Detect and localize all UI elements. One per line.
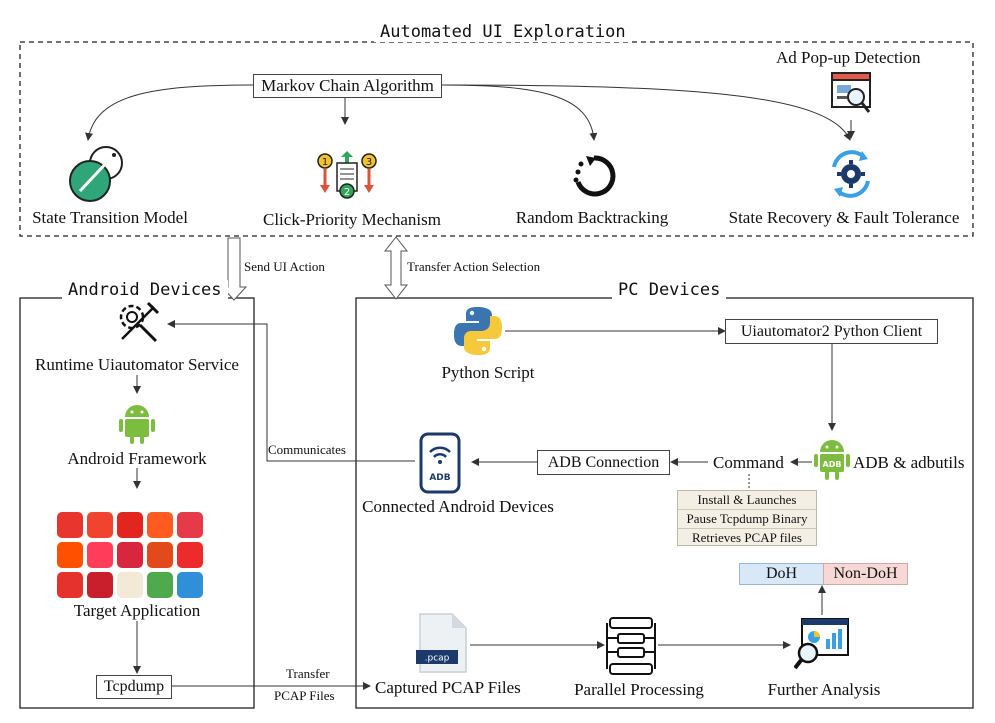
command-item: Install & Launches [678, 491, 816, 510]
communicates-label: Communicates [268, 442, 346, 457]
send-ui-action-label: Send UI Action [244, 259, 325, 274]
android-framework-icon [118, 403, 156, 450]
app-icon [57, 512, 83, 538]
app-icon [147, 512, 173, 538]
app-icon [117, 572, 143, 598]
adb-icon-text: ADB [429, 473, 450, 483]
random-backtracking-icon [570, 152, 618, 205]
app-icon [57, 542, 83, 568]
command-item: Pause Tcpdump Binary [678, 510, 816, 529]
pc-devices-title: PC Devices [612, 280, 727, 300]
app-icon [177, 512, 203, 538]
service-tools-icon [116, 301, 160, 348]
app-icon [87, 572, 113, 598]
connected-devices-label: Connected Android Devices [362, 497, 554, 516]
non-doh-box: Non-DoH [823, 563, 908, 585]
click-priority-icon: 1 3 2 [317, 149, 377, 206]
command-list: Install & Launches Pause Tcpdump Binary … [677, 490, 817, 546]
app-icon [177, 542, 203, 568]
pcap-files-label: PCAP Files [274, 688, 335, 703]
app-icon [87, 542, 113, 568]
app-icon [147, 572, 173, 598]
adb-adbutils-label: ADB & adbutils [853, 453, 965, 472]
svg-text:3: 3 [366, 157, 372, 168]
further-analysis-label: Further Analysis [767, 680, 881, 699]
captured-pcap-label: Captured PCAP Files [375, 678, 521, 697]
uiautomator2-client-box: Uiautomator2 Python Client [725, 319, 938, 344]
python-logo-icon [452, 305, 504, 362]
app-icon [57, 572, 83, 598]
state-recovery-gear-icon [824, 147, 878, 206]
tcpdump-box: Tcpdump [96, 675, 172, 699]
svg-text:1: 1 [322, 157, 328, 168]
parallel-processing-label: Parallel Processing [574, 680, 704, 699]
python-script-label: Python Script [441, 363, 535, 382]
app-icon [177, 572, 203, 598]
click-priority-label: Click-Priority Mechanism [262, 210, 442, 229]
runtime-uiautomator-label: Runtime Uiautomator Service [35, 355, 239, 374]
pcap-icon-text: .pcap [425, 654, 450, 664]
app-icon [87, 512, 113, 538]
state-transition-label: State Transition Model [32, 208, 188, 227]
app-icon [117, 542, 143, 568]
app-icon [147, 542, 173, 568]
doh-box: DoH [739, 563, 824, 585]
pcap-file-icon: .pcap [414, 612, 470, 679]
android-framework-label: Android Framework [67, 449, 207, 468]
state-recovery-label: State Recovery & Fault Tolerance [728, 208, 960, 227]
further-analysis-icon [793, 617, 850, 676]
android-devices-title: Android Devices [62, 280, 228, 300]
app-icon [117, 512, 143, 538]
transfer-action-label: Transfer Action Selection [407, 259, 541, 274]
command-item: Retrieves PCAP files [691, 530, 802, 545]
command-label: Command [713, 453, 784, 472]
svg-text:ADB: ADB [823, 460, 842, 469]
parallel-processing-icon [604, 616, 658, 681]
adb-connection-box: ADB Connection [537, 450, 670, 475]
ad-popup-detection-icon [831, 72, 873, 121]
target-application-label: Target Application [73, 601, 201, 620]
connected-device-phone-icon: ADB [418, 432, 462, 499]
automated-ui-exploration-title: Automated UI Exploration [374, 22, 632, 42]
adb-android-icon: ADB [813, 438, 851, 487]
transfer-label: Transfer [286, 666, 330, 681]
markov-chain-box: Markov Chain Algorithm [253, 74, 442, 98]
svg-text:2: 2 [344, 187, 350, 198]
app-icon-grid [57, 512, 207, 602]
ad-popup-label: Ad Pop-up Detection [776, 48, 921, 67]
state-transition-icon [66, 145, 128, 208]
random-backtracking-label: Random Backtracking [515, 208, 669, 227]
